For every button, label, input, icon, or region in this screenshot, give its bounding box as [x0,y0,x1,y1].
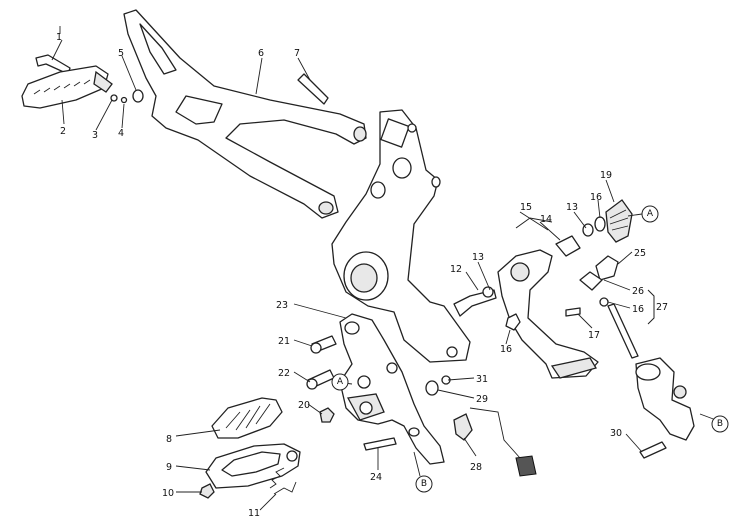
reference-circle-b-center [415,475,433,493]
callout-30: 30 [610,428,622,439]
callout-2: 2 [60,126,66,137]
callout-21: 21 [278,336,290,347]
callout-28: 28 [470,462,482,473]
bolt-7 [297,73,329,105]
reference-circle-a-center [331,373,349,391]
callout-7: 7 [294,48,300,59]
reference-letter-a-center: A [337,377,344,387]
left-footpeg-assembly [21,54,144,109]
callout-6: 6 [258,48,264,59]
callout-16b: 16 [500,344,512,355]
callout-19: 19 [600,170,612,181]
callout-3: 3 [92,130,98,141]
callout-8: 8 [166,434,172,445]
callout-4: 4 [118,128,124,139]
rear-footpeg-bracket [123,9,367,219]
nut-20 [319,407,335,423]
callout-27: 27 [656,302,668,313]
bracket-27 [647,289,655,325]
frame-plate [331,109,471,363]
spacer-29 [425,380,439,396]
callout-13b: 13 [566,202,578,213]
callout-13a: 13 [472,252,484,263]
callout-15: 15 [520,202,532,213]
leader-lines [51,26,717,511]
master-cylinder [635,357,695,459]
callout-24: 24 [370,472,382,483]
callout-9: 9 [166,462,172,473]
bolt-22 [306,369,335,390]
front-footpeg [199,443,301,499]
reference-circle-a-right [641,205,659,223]
reference-letter-b-center: B [421,479,427,489]
reference-circle-b-right [711,415,729,433]
bracket-15 [515,217,553,229]
callout-20: 20 [298,400,310,411]
callout-23: 23 [276,300,288,311]
callout-5: 5 [118,48,124,59]
reference-markers: A A B B [331,205,729,493]
bolt-21 [310,335,337,354]
callout-22: 22 [278,368,290,379]
reference-letter-b-right: B [717,419,723,429]
callout-29: 29 [476,394,488,405]
stand-switch [453,407,537,477]
callout-31: 31 [476,374,488,385]
pin-24 [363,437,397,451]
callout-16a: 16 [590,192,602,203]
callout-11: 11 [248,508,260,519]
callout-16c: 16 [632,304,644,315]
callout-17: 17 [588,330,600,341]
callout-10: 10 [162,488,174,499]
callouts: 1 2 3 4 5 6 7 8 9 10 11 12 13 13 14 15 1… [56,32,668,519]
callout-14: 14 [540,214,552,225]
callout-25: 25 [634,248,646,259]
callout-26: 26 [632,286,644,297]
footpeg-rubber [211,397,283,439]
brake-lever-assembly [453,199,639,379]
callout-12: 12 [450,264,462,275]
callout-1: 1 [56,32,62,43]
reference-letter-a-right: A [647,209,654,219]
